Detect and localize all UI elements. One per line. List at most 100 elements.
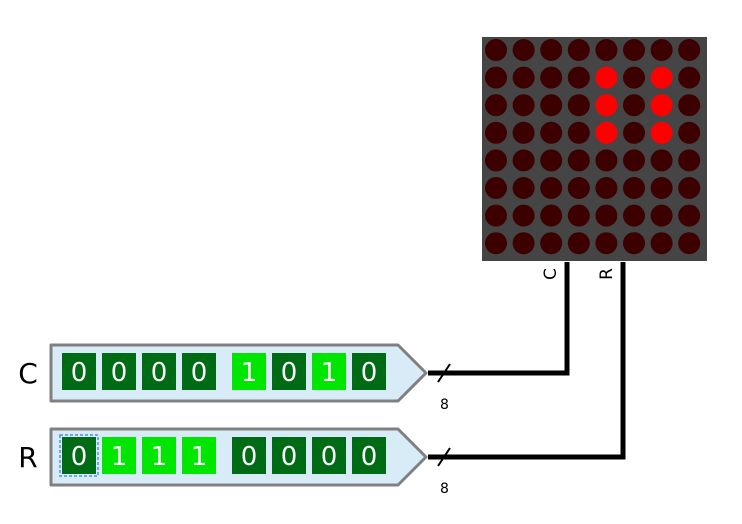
wire-r bbox=[428, 262, 626, 460]
pin-label-r: R bbox=[597, 268, 617, 280]
led-off bbox=[485, 94, 507, 117]
bit-cell[interactable] bbox=[312, 437, 346, 474]
led-off bbox=[512, 149, 535, 172]
led-off bbox=[595, 149, 618, 172]
bit-toggle[interactable]: 1 bbox=[102, 437, 136, 474]
wires: 8 8 bbox=[428, 262, 626, 497]
bit-cell[interactable] bbox=[62, 353, 96, 390]
bit-toggle[interactable]: 0 bbox=[232, 437, 266, 474]
led-off bbox=[485, 121, 507, 144]
bit-toggle[interactable]: 0 bbox=[182, 353, 216, 390]
bit-toggle[interactable]: 0 bbox=[352, 437, 386, 474]
bit-toggle[interactable]: 0 bbox=[312, 437, 346, 474]
led-off bbox=[512, 66, 535, 89]
led-off bbox=[678, 39, 701, 61]
bit-cell[interactable] bbox=[182, 353, 216, 390]
led-off bbox=[567, 94, 590, 117]
bit-cell[interactable] bbox=[102, 437, 136, 474]
led-off bbox=[540, 232, 563, 255]
bit-value: 0 bbox=[361, 358, 378, 388]
bit-cell[interactable] bbox=[232, 437, 266, 474]
bit-toggle[interactable]: 1 bbox=[312, 353, 346, 390]
bit-toggle[interactable]: 0 bbox=[62, 353, 96, 390]
led-off bbox=[512, 204, 535, 227]
bit-value: 1 bbox=[111, 442, 128, 472]
led-off bbox=[540, 177, 563, 199]
bus-slash-r bbox=[437, 447, 451, 467]
led-on bbox=[595, 66, 618, 89]
led-off bbox=[623, 232, 645, 255]
led-off bbox=[485, 204, 507, 227]
bit-value: 0 bbox=[281, 442, 298, 472]
led-off bbox=[650, 232, 673, 255]
bit-toggle[interactable]: 0 bbox=[352, 353, 386, 390]
led-off bbox=[650, 149, 673, 172]
led-off bbox=[485, 149, 507, 172]
bus-width-label-r: 8 bbox=[440, 481, 449, 497]
led-off bbox=[567, 66, 590, 89]
led-on bbox=[650, 66, 673, 89]
bit-cell[interactable] bbox=[142, 437, 176, 474]
led-off bbox=[567, 39, 590, 61]
bit-toggle[interactable]: 1 bbox=[182, 437, 216, 474]
bit-toggle[interactable]: 0 bbox=[272, 437, 306, 474]
bit-cell[interactable] bbox=[312, 353, 346, 390]
bit-toggle[interactable]: 0 bbox=[59, 434, 99, 477]
led-off bbox=[540, 204, 563, 227]
led-off bbox=[623, 94, 645, 117]
input-label-c: C bbox=[18, 357, 38, 390]
bit-value: 1 bbox=[321, 358, 338, 388]
led-on bbox=[595, 121, 618, 144]
bit-value: 0 bbox=[151, 358, 168, 388]
pin-label-c: C bbox=[541, 268, 561, 280]
bit-value: 0 bbox=[111, 358, 128, 388]
led-off bbox=[678, 94, 701, 117]
led-off bbox=[567, 204, 590, 227]
bit-toggle[interactable]: 0 bbox=[102, 353, 136, 390]
led-off bbox=[512, 39, 535, 61]
led-on bbox=[650, 121, 673, 144]
led-off bbox=[540, 39, 563, 61]
led-off bbox=[567, 232, 590, 255]
led-off bbox=[512, 177, 535, 199]
bit-cell[interactable] bbox=[142, 353, 176, 390]
bit-cell[interactable] bbox=[182, 437, 216, 474]
led-off bbox=[595, 177, 618, 199]
bit-cell[interactable] bbox=[272, 437, 306, 474]
led-off bbox=[512, 232, 535, 255]
bit-toggle[interactable]: 1 bbox=[232, 353, 266, 390]
bit-value: 0 bbox=[71, 442, 88, 472]
bus-slash-c bbox=[437, 363, 451, 383]
bit-cell[interactable] bbox=[352, 353, 386, 390]
led-off bbox=[678, 121, 701, 144]
bit-cell[interactable] bbox=[352, 437, 386, 474]
led-off bbox=[623, 177, 645, 199]
led-off bbox=[595, 232, 618, 255]
bit-toggle[interactable]: 0 bbox=[272, 353, 306, 390]
led-off bbox=[678, 204, 701, 227]
bit-toggle[interactable]: 1 bbox=[142, 437, 176, 474]
led-off bbox=[623, 121, 645, 144]
bit-cell[interactable] bbox=[232, 353, 266, 390]
led-on bbox=[650, 94, 673, 117]
led-off bbox=[650, 177, 673, 199]
bit-toggle[interactable]: 0 bbox=[142, 353, 176, 390]
bit-value: 1 bbox=[191, 442, 208, 472]
led-off bbox=[623, 66, 645, 89]
bit-cell[interactable] bbox=[272, 353, 306, 390]
led-off bbox=[678, 66, 701, 89]
led-matrix[interactable]: C R bbox=[482, 37, 707, 280]
bit-value: 0 bbox=[71, 358, 88, 388]
led-off bbox=[485, 66, 507, 89]
bit-cell[interactable] bbox=[102, 353, 136, 390]
led-off bbox=[540, 66, 563, 89]
bit-cell[interactable] bbox=[62, 437, 96, 474]
bit-value: 0 bbox=[361, 442, 378, 472]
bit-value: 1 bbox=[241, 358, 258, 388]
focus-outline bbox=[59, 434, 99, 477]
